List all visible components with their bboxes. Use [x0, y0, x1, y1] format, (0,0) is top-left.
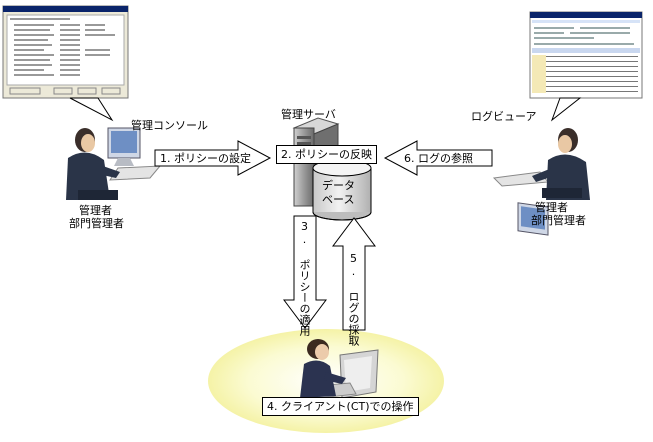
viewer-callout-pointer — [550, 97, 582, 122]
database-cylinder — [312, 159, 372, 221]
step-4-label: 4. クライアント(CT)での操作 — [262, 397, 419, 416]
arrow-5-log-collection — [332, 217, 376, 331]
step-5-label: 5. ログの採取 — [347, 252, 360, 346]
admin-right-label-2: 部門管理者 — [531, 214, 586, 227]
arrow-6-log-reference — [383, 140, 493, 176]
client-user-figure — [300, 339, 379, 399]
step-3-label: 3. ポリシーの適用 — [298, 220, 311, 336]
admin-left-label-1: 管理者 — [79, 204, 112, 217]
console-window-thumbnail — [2, 5, 129, 99]
console-callout-pointer — [69, 97, 114, 122]
admin-right-label-1: 管理者 — [535, 201, 568, 214]
database-label-2: ベース — [322, 193, 355, 206]
step-2-label: 2. ポリシーの反映 — [276, 145, 377, 164]
admin-left-figure — [66, 127, 162, 200]
database-label-1: データ — [322, 179, 355, 192]
viewer-label: ログビューア — [471, 110, 537, 123]
console-label: 管理コンソール — [131, 119, 208, 132]
admin-right-figure — [492, 128, 590, 236]
server-label: 管理サーバ — [281, 108, 336, 121]
step-1-label: 1. ポリシーの設定 — [160, 152, 251, 165]
step-6-label: 6. ログの参照 — [404, 152, 473, 165]
admin-left-label-2: 部門管理者 — [69, 217, 124, 230]
arrow-1-policy-setting — [154, 140, 272, 176]
arrow-3-policy-apply — [283, 215, 327, 329]
viewer-window-thumbnail — [529, 11, 643, 99]
